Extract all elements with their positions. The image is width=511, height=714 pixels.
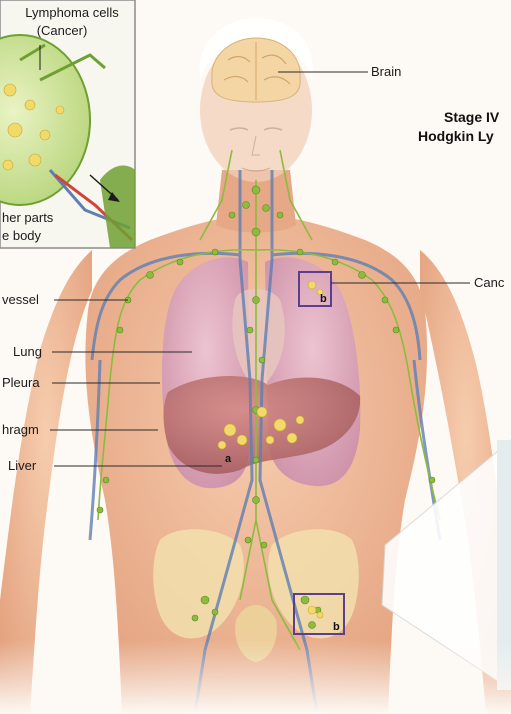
marker-a: a xyxy=(225,453,232,465)
inset-label-cells: Lymphoma cells xyxy=(25,5,119,20)
label-diaphragm: hragm xyxy=(2,422,39,437)
label-brain: Brain xyxy=(371,64,401,79)
inset-label-parts: her parts xyxy=(2,210,54,225)
inset-label-body: e body xyxy=(2,228,42,243)
label-liver: Liver xyxy=(8,458,37,473)
label-lung: Lung xyxy=(13,344,42,359)
bottom-fade xyxy=(0,640,511,714)
inset-lymph-node: Lymphoma cells (Cancer) her parts e body xyxy=(0,0,135,248)
inset-label-cancer: (Cancer) xyxy=(37,23,88,38)
label-cancer: Canc xyxy=(474,275,505,290)
marker-b-chest: b xyxy=(320,293,327,305)
label-pleura: Pleura xyxy=(2,375,40,390)
title-line-1: Stage IV xyxy=(444,109,500,125)
title-line-2: Hodgkin Ly xyxy=(418,128,494,144)
label-vessel: vessel xyxy=(2,292,39,307)
marker-b-groin: b xyxy=(333,621,340,633)
